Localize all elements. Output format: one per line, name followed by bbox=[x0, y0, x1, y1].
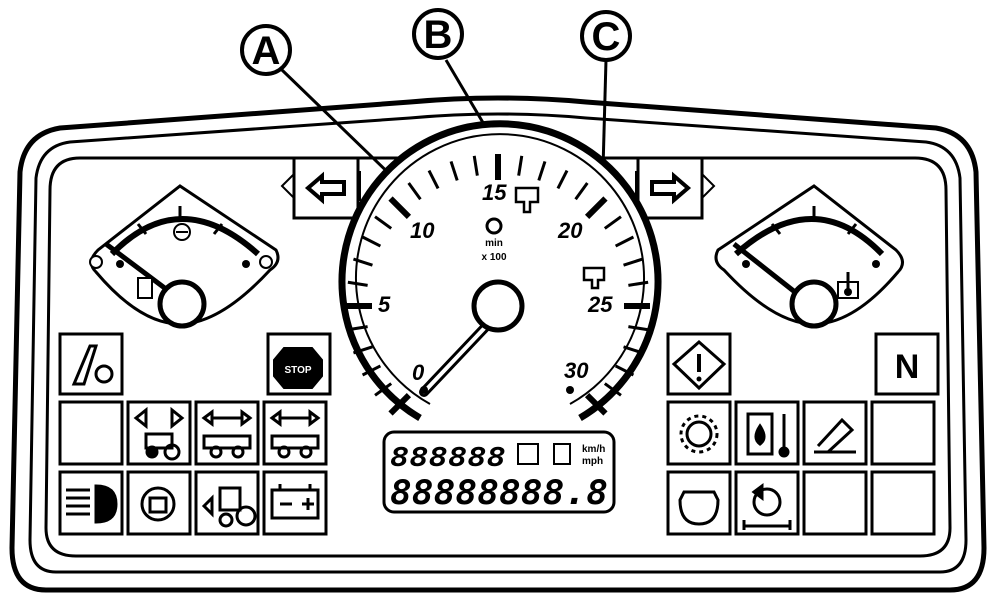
fuel-gauge bbox=[89, 184, 280, 329]
rpm-label-25: 25 bbox=[587, 292, 613, 317]
tachometer-hub bbox=[471, 279, 525, 333]
reverse-tractor-icon bbox=[201, 486, 257, 528]
lcd-unit-kmh: km/h bbox=[582, 444, 605, 455]
left-indicator-blank-1 bbox=[58, 400, 124, 466]
engine-rpm-icon bbox=[485, 217, 503, 235]
neutral-indicator bbox=[874, 332, 940, 396]
tachometer-minor-tick bbox=[374, 215, 393, 230]
lcd-unit-mph: mph bbox=[582, 456, 603, 467]
tachometer-minor-tick bbox=[574, 182, 589, 201]
callout-a: A bbox=[240, 24, 404, 188]
coolant-temperature-icon bbox=[837, 272, 859, 299]
transmission-indicator bbox=[734, 470, 800, 536]
glow-plug-indicator bbox=[666, 400, 732, 466]
air-filter-indicator bbox=[802, 400, 868, 466]
callout-label-c: C bbox=[592, 15, 621, 59]
trailer-1-turn-indicator bbox=[194, 400, 260, 466]
tachometer-minor-tick bbox=[352, 345, 373, 355]
tachometer-minor-tick bbox=[361, 235, 382, 248]
battery-indicator bbox=[262, 470, 328, 536]
tachometer-minor-tick bbox=[472, 155, 479, 176]
gauge-hub bbox=[157, 279, 207, 329]
high-beam-icon bbox=[66, 484, 118, 524]
trailer-2-turn-indicator bbox=[262, 400, 328, 466]
engine-oil-icon bbox=[678, 490, 720, 526]
tachometer-minor-tick bbox=[628, 325, 649, 332]
tachometer-minor-tick bbox=[603, 215, 622, 230]
gauge-hub bbox=[789, 279, 839, 329]
callout-label-b: B bbox=[424, 13, 453, 57]
air-filter-icon bbox=[814, 417, 856, 454]
tachometer-minor-tick bbox=[628, 280, 649, 287]
right-indicator-icons bbox=[678, 412, 856, 530]
tachometer-major-tick bbox=[584, 196, 608, 220]
tachometer-major-marks bbox=[346, 154, 650, 416]
tachometer-tick-marks bbox=[347, 155, 649, 397]
tachometer-minor-tick bbox=[623, 345, 644, 355]
tachometer: 0 5 10 15 20 25 30 min x 100 bbox=[338, 120, 662, 422]
tachometer-minor-tick bbox=[347, 280, 368, 287]
tractor-turn-icon bbox=[133, 406, 185, 461]
tachometer-minor-tick bbox=[361, 364, 382, 377]
transmission-icon bbox=[742, 483, 792, 530]
tachometer-minor-tick bbox=[537, 160, 547, 181]
hydraulic-indicator bbox=[126, 470, 192, 536]
fuel-pump-icon bbox=[137, 277, 153, 299]
tachometer-minor-tick bbox=[603, 382, 622, 397]
tachometer-minor-tick bbox=[614, 235, 635, 248]
tachometer-minor-tick bbox=[556, 169, 569, 190]
rpm-label-30: 30 bbox=[564, 358, 589, 383]
panel-housing bbox=[9, 95, 987, 593]
tachometer-minor-tick bbox=[374, 382, 393, 397]
tachometer-minor-tick bbox=[352, 257, 373, 267]
operator-seat-icon bbox=[71, 344, 114, 386]
rpm-unit-line1: min bbox=[485, 238, 503, 249]
rpm-unit-line2: x 100 bbox=[481, 252, 506, 263]
trailer-2-turn-icon bbox=[269, 409, 321, 459]
callout-b: B bbox=[412, 8, 526, 193]
stop-sign-icon bbox=[273, 347, 323, 389]
left-arrow-icon bbox=[304, 171, 346, 205]
tachometer-minor-tick bbox=[427, 169, 440, 190]
callout-label-a: A bbox=[252, 29, 281, 73]
lcd-mode-icon bbox=[517, 443, 539, 465]
rpm-label-10: 10 bbox=[410, 218, 435, 243]
right-turn-indicator bbox=[635, 156, 716, 220]
battery-icon bbox=[270, 484, 320, 520]
tachometer-minor-tick bbox=[449, 160, 459, 181]
pto-indicator-icon bbox=[514, 186, 540, 214]
pto-speed-marker-icon bbox=[582, 266, 606, 290]
trailer-1-turn-icon bbox=[201, 409, 253, 459]
tachometer-minor-tick bbox=[407, 182, 422, 201]
neutral-label: N bbox=[895, 348, 920, 386]
rpm-label-0: 0 bbox=[412, 360, 425, 385]
tachometer-minor-tick bbox=[517, 155, 524, 176]
rpm-label-15: 15 bbox=[482, 180, 507, 205]
rpm-label-20: 20 bbox=[557, 218, 583, 243]
coolant-temperature-gauge bbox=[714, 184, 904, 329]
tachometer-major-tick bbox=[584, 392, 608, 416]
lcd-display: 888888 km/h mph 88888888.8 bbox=[382, 430, 616, 514]
hydraulic-icon bbox=[140, 486, 176, 522]
tachometer-minor-tick bbox=[614, 364, 635, 377]
coolant-level-icon bbox=[746, 412, 790, 458]
right-arrow-icon bbox=[650, 171, 692, 205]
rpm-label-5: 5 bbox=[378, 292, 391, 317]
tachometer-major-tick bbox=[388, 392, 412, 416]
tachometer-major-tick bbox=[388, 196, 412, 220]
tachometer-minor-tick bbox=[347, 325, 368, 332]
left-turn-indicator bbox=[280, 156, 361, 220]
right-indicator-blank-2 bbox=[802, 470, 868, 536]
lcd-hour-icon bbox=[553, 443, 571, 465]
lcd-top-digits: 888888 bbox=[390, 443, 506, 473]
lcd-main-digits: 88888888.8 bbox=[390, 473, 608, 513]
right-indicator-block: N bbox=[666, 332, 940, 536]
tachometer-minor-tick bbox=[623, 257, 644, 267]
stop-label: STOP bbox=[284, 365, 311, 376]
left-indicator-icons bbox=[66, 406, 321, 528]
right-indicator-blank-1 bbox=[870, 400, 936, 466]
right-indicator-blank-3 bbox=[870, 470, 936, 536]
glow-plug-icon bbox=[679, 414, 719, 454]
